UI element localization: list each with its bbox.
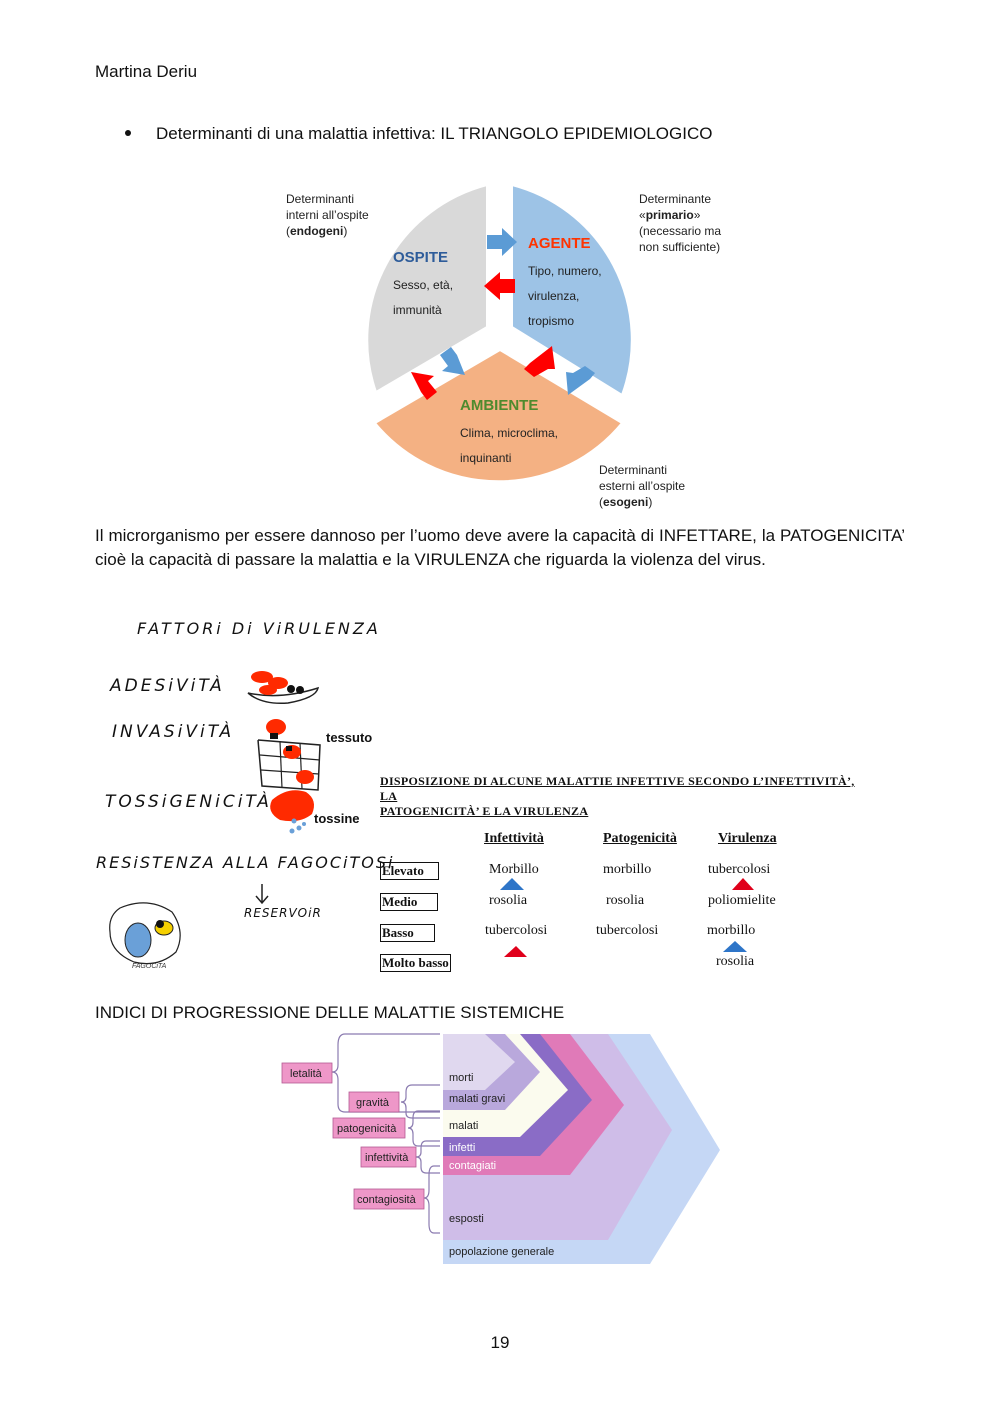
arrow-agente-to-ambiente-icon [566,366,595,395]
up-triangle-red-icon [732,878,754,890]
row-label-medio: Medio [380,893,438,911]
table-triangle-markers [495,875,765,960]
note-left-1: Determinanti [286,192,354,206]
band-label-contagiati: contagiati [449,1160,496,1172]
epidemiological-triangle-diagram: OSPITE Sesso, età, immunità AGENTE Tipo,… [270,175,740,515]
agente-text-1: Tipo, numero, [528,264,602,278]
label-patogenicita: patogenicità [337,1123,397,1135]
toxin-bacterium-icon [270,790,314,833]
label-infettivita: infettività [365,1152,409,1164]
agente-text-3: tropismo [528,314,574,328]
note-left-2: interni all’ospite [286,208,369,222]
row-label-basso: Basso [380,924,435,942]
sketch-title: FATTORi Di ViRULENZA [137,619,381,638]
ambiente-text-1: Clima, microclima, [460,426,558,440]
row-label-molto-basso: Molto basso [380,954,451,972]
ambiente-title: AMBIENTE [460,397,538,414]
note-right-1: Determinante [639,192,711,206]
bullet-text: Determinanti di una malattia infettiva: … [156,124,712,143]
row-label-elevato: Elevato [380,862,439,880]
arrow-ambiente-to-agente-icon [524,346,555,377]
bullet-dot-icon [125,130,131,136]
up-triangle-blue-icon [500,878,524,890]
band-label-esposti: esposti [449,1213,484,1225]
table-title-line-2: PATOGENICITÀ’ E LA VIRULENZA [380,804,870,819]
ambiente-text-2: inquinanti [460,451,511,465]
band-label-morti: morti [449,1072,473,1084]
bullet-item: Determinanti di una malattia infettiva: … [125,124,712,144]
section-heading-progression: INDICI DI PROGRESSIONE DELLE MALATTIE SI… [95,1003,564,1023]
label-contagiosita: contagiosità [357,1194,417,1206]
band-label-infetti: infetti [449,1142,475,1154]
page-number: 19 [0,1333,1000,1353]
phagocyte-icon [110,903,180,964]
table-title-line-1: DISPOSIZIONE DI ALCUNE MALATTIE INFETTIV… [380,774,870,804]
reservoir-arrow-icon [256,884,268,903]
ospite-title: OSPITE [393,249,448,266]
note-left-3: (endogeni) [286,224,347,238]
up-triangle-red-icon [504,946,527,957]
note-bottom-2: esterni all’ospite [599,479,685,493]
label-gravita: gravità [356,1097,390,1109]
header-patogenicita: Patogenicità [603,831,677,847]
agente-title: AGENTE [528,235,591,252]
adhesion-bacteria-icon [248,671,318,703]
note-right-2: «primario» [639,208,701,222]
author-name: Martina Deriu [95,62,197,82]
agente-text-2: virulenza, [528,289,579,303]
invasion-tissue-icon [258,719,320,790]
band-label-malati: malati [449,1120,478,1132]
table-title: DISPOSIZIONE DI ALCUNE MALATTIE INFETTIV… [380,774,870,819]
up-triangle-blue-icon [723,941,747,952]
body-paragraph: Il microrganismo per essere dannoso per … [95,524,905,572]
arrow-agente-to-ospite-icon [484,272,515,300]
header-virulenza: Virulenza [718,831,777,847]
band-label-malati-gravi: malati gravi [449,1093,505,1105]
bracket-contagiosita [424,1166,440,1233]
virulence-sketch-drawings [100,660,380,980]
label-letalita: letalità [290,1068,323,1080]
header-infettivita: Infettività [484,831,544,847]
note-right-3: (necessario ma [639,224,721,238]
note-bottom-3: (esogeni) [599,495,652,509]
note-right-4: non sufficiente) [639,240,720,254]
band-label-popolazione-generale: popolazione generale [449,1246,554,1258]
ospite-text-2: immunità [393,303,442,317]
note-bottom-1: Determinanti [599,463,667,477]
ospite-text-1: Sesso, età, [393,278,453,292]
progression-indices-diagram: morti malati gravi malati infetti contag… [275,1030,730,1270]
bracket-gravita [401,1085,440,1118]
